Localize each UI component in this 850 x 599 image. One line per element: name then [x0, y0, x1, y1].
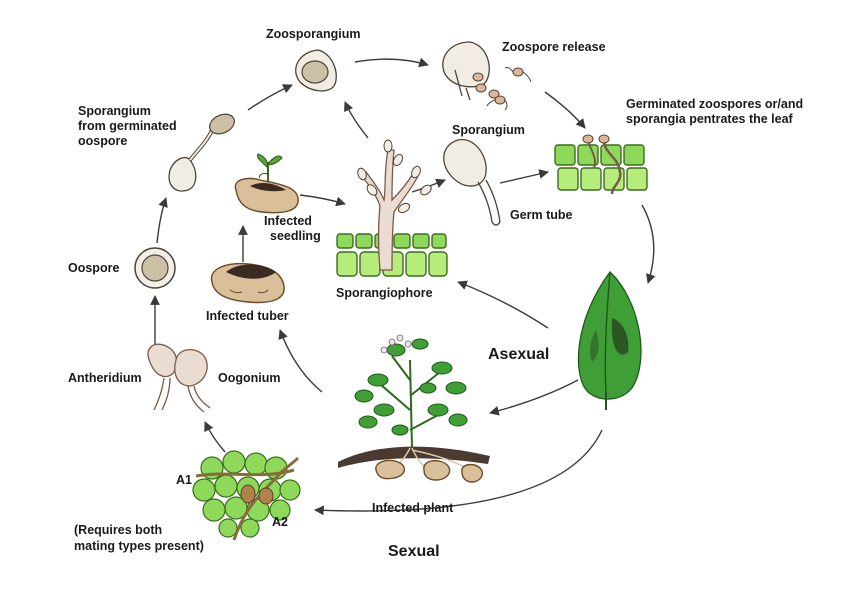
zoosporangium-illustration	[295, 49, 337, 92]
label-sporangium-germinated-line3: oospore	[78, 134, 127, 148]
label-asexual: Asexual	[488, 346, 549, 363]
label-sporangium-germinated-line2: from germinated	[78, 119, 177, 133]
mating-types-illustration	[192, 450, 301, 541]
leaf-cells-illustration	[554, 134, 648, 195]
sporangiophore-illustration	[336, 139, 448, 277]
label-requires-line2: mating types present)	[74, 539, 204, 553]
infected-tuber-illustration	[210, 262, 285, 304]
cycle-arrows	[150, 57, 656, 516]
infected-plant-illustration	[338, 334, 490, 483]
label-infected-seedling-line2: seedling	[270, 229, 321, 243]
label-a1: A1	[176, 473, 192, 487]
arrow-leaf-to-sexual	[314, 429, 603, 516]
label-sporangium-germinated-line1: Sporangium	[78, 104, 151, 118]
arrow-plant-to-tuber	[278, 329, 323, 393]
label-infected-tuber: Infected tuber	[206, 309, 289, 323]
label-zoosporangium: Zoosporangium	[266, 27, 360, 41]
infected-leaf-illustration	[577, 271, 642, 410]
oospore-illustration	[134, 247, 176, 289]
antheridium-oogonium-illustration	[147, 343, 211, 413]
label-penetration-line1: Germinated zoospores or/and	[626, 97, 803, 111]
arrow-mating-to-antheridium	[204, 421, 226, 453]
arrow-release-to-leaf-cells	[544, 91, 586, 129]
arrow-zoosporangium-to-release	[354, 57, 429, 68]
arrow-leaf-to-plant	[489, 379, 579, 416]
arrow-germinated-to-zoosporangium	[247, 84, 293, 111]
infected-seedling-illustration	[234, 153, 299, 214]
label-sporangium: Sporangium	[452, 123, 525, 137]
label-requires-line1: (Requires both	[74, 523, 162, 537]
arrow-sporangiophore-to-zoosporangium	[344, 101, 369, 139]
label-penetration-line2: sporangia pentrates the leaf	[626, 112, 794, 126]
label-oospore: Oospore	[68, 261, 119, 275]
sporangium-germ-tube-illustration	[443, 138, 501, 226]
arrow-sporangium-to-cells	[499, 169, 549, 184]
label-infected-plant: Infected plant	[372, 501, 454, 515]
arrow-cells-to-leaf	[641, 204, 656, 284]
zoospore-release-illustration	[442, 41, 532, 111]
label-oogonium: Oogonium	[218, 371, 281, 385]
label-sexual: Sexual	[388, 543, 440, 560]
label-infected-seedling-line1: Infected	[264, 214, 312, 228]
germinated-oospore-sporangium-illustration	[168, 113, 235, 192]
label-sporangiophore: Sporangiophore	[336, 286, 433, 300]
label-antheridium: Antheridium	[68, 371, 142, 385]
label-a2: A2	[272, 515, 288, 529]
label-zoospore-release: Zoospore release	[502, 40, 606, 54]
arrow-oospore-to-sporangium	[156, 197, 168, 244]
arrow-leaf-to-sporangiophore	[457, 280, 549, 329]
arrow-seedling-to-sporangiophore	[299, 194, 346, 207]
label-germ-tube: Germ tube	[510, 208, 573, 222]
